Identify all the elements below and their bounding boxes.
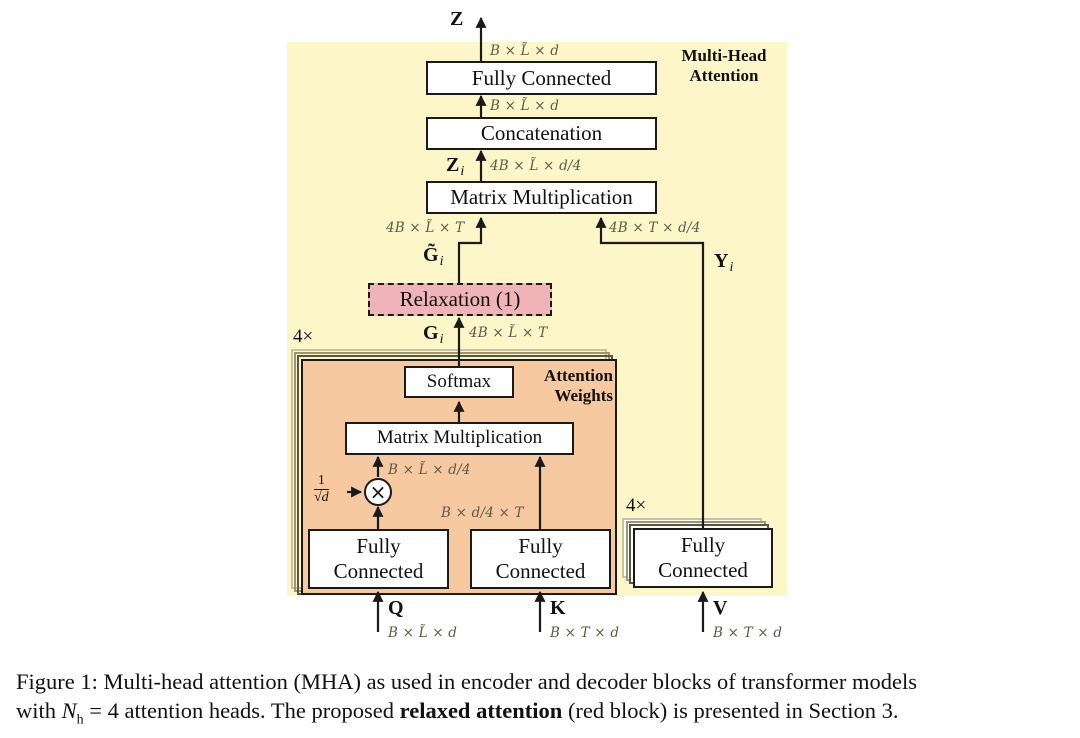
caption-text: with [16, 698, 62, 723]
var-yi: Yi [714, 250, 734, 275]
mha-title: Multi-Head Attention [664, 46, 784, 85]
block-matrix-multiplication-top: Matrix Multiplication [426, 181, 657, 214]
var-subscript: i [439, 254, 444, 269]
block-label: Relaxation (1) [399, 287, 521, 312]
attention-weights-title: Attention Weights [513, 366, 613, 405]
repeat-count-attention: 4× [293, 326, 314, 347]
var-subscript: i [460, 164, 465, 179]
caption-variable: N [61, 698, 77, 723]
var-symbol: V [713, 597, 728, 619]
var-zi: Zi [446, 154, 465, 179]
block-label: Matrix Multiplication [376, 427, 543, 449]
dim-v-in: B × T × d [713, 625, 783, 641]
var-z: Z [450, 8, 463, 31]
block-label: Fully [356, 534, 401, 559]
dim-k-in: B × T × d [550, 625, 620, 641]
var-symbol: G [423, 322, 439, 344]
block-relaxation: Relaxation (1) [368, 283, 552, 316]
block-fully-connected-q: Fully Connected [308, 529, 449, 589]
block-label: Matrix Multiplication [450, 185, 633, 210]
repeat-count-value: 4× [626, 495, 647, 516]
block-label: Fully [680, 533, 726, 558]
operator-glyph: × [369, 480, 387, 504]
arrow-g-tilde [457, 216, 487, 284]
block-concatenation: Concatenation [426, 117, 657, 150]
block-label: Concatenation [480, 121, 603, 146]
var-symbol: K [550, 597, 566, 619]
fraction-numerator: 1 [314, 474, 329, 490]
var-gi: Gi [423, 322, 444, 347]
block-label: Fully Connected [471, 65, 612, 90]
caption-subscript: h [76, 712, 84, 728]
var-subscript: i [439, 332, 444, 347]
scale-fraction: 1 √d [314, 474, 329, 505]
dim-k-proj: B × d/4 × T [441, 505, 524, 521]
figure-caption: Figure 1: Multi-head attention (MHA) as … [16, 667, 1076, 735]
mha-title-line2: Attention [689, 65, 759, 85]
caption-emphasis: relaxed attention [399, 698, 563, 723]
var-k: K [550, 597, 566, 620]
dim-g-tilde: 4B × L̃ × T [386, 220, 465, 236]
caption-text: = 4 attention heads. The proposed [83, 698, 400, 723]
dim-g: 4B × L̃ × T [469, 325, 548, 341]
dim-z-out: B × L̃ × d [490, 43, 560, 59]
var-v: V [713, 597, 727, 620]
block-label: Fully [518, 534, 563, 559]
block-softmax: Softmax [404, 366, 514, 398]
mha-title-line1: Multi-Head [681, 46, 767, 65]
caption-line-2: with Nh = 4 attention heads. The propose… [16, 696, 1076, 735]
block-label: Softmax [426, 370, 492, 392]
block-label: Connected [495, 559, 586, 583]
block-fully-connected-v: Fully Connected [633, 528, 773, 588]
fraction-denominator: √d [314, 490, 329, 505]
var-symbol: Y [714, 250, 729, 272]
arrow-y [595, 216, 705, 529]
attn-title-line2: Weights [554, 385, 613, 405]
block-matrix-multiplication-inner: Matrix Multiplication [345, 422, 574, 455]
var-subscript: i [729, 260, 734, 275]
caption-line-1: Figure 1: Multi-head attention (MHA) as … [16, 669, 917, 694]
attn-title-line1: Attention [544, 366, 613, 385]
block-label: Connected [333, 559, 424, 583]
var-symbol: Z [446, 154, 460, 176]
dim-zi: 4B × L̃ × d/4 [490, 158, 582, 174]
block-fully-connected-k: Fully Connected [470, 529, 611, 589]
multiply-icon: × [364, 478, 392, 506]
dim-concat-out: B × L̃ × d [490, 98, 560, 114]
block-fully-connected-output: Fully Connected [426, 61, 657, 95]
var-symbol: G̃ [423, 244, 439, 266]
dim-q-in: B × L̃ × d [388, 625, 458, 641]
dim-y: 4B × T × d/4 [609, 220, 701, 236]
dim-scaled-q: B × L̃ × d/4 [388, 462, 471, 478]
var-q: Q [388, 597, 404, 620]
var-symbol: Z [450, 8, 464, 30]
caption-text: (red block) is presented in Section 3. [562, 698, 899, 723]
var-symbol: Q [388, 597, 404, 619]
var-g-tilde: G̃i [423, 244, 444, 269]
block-label: Connected [658, 558, 748, 582]
